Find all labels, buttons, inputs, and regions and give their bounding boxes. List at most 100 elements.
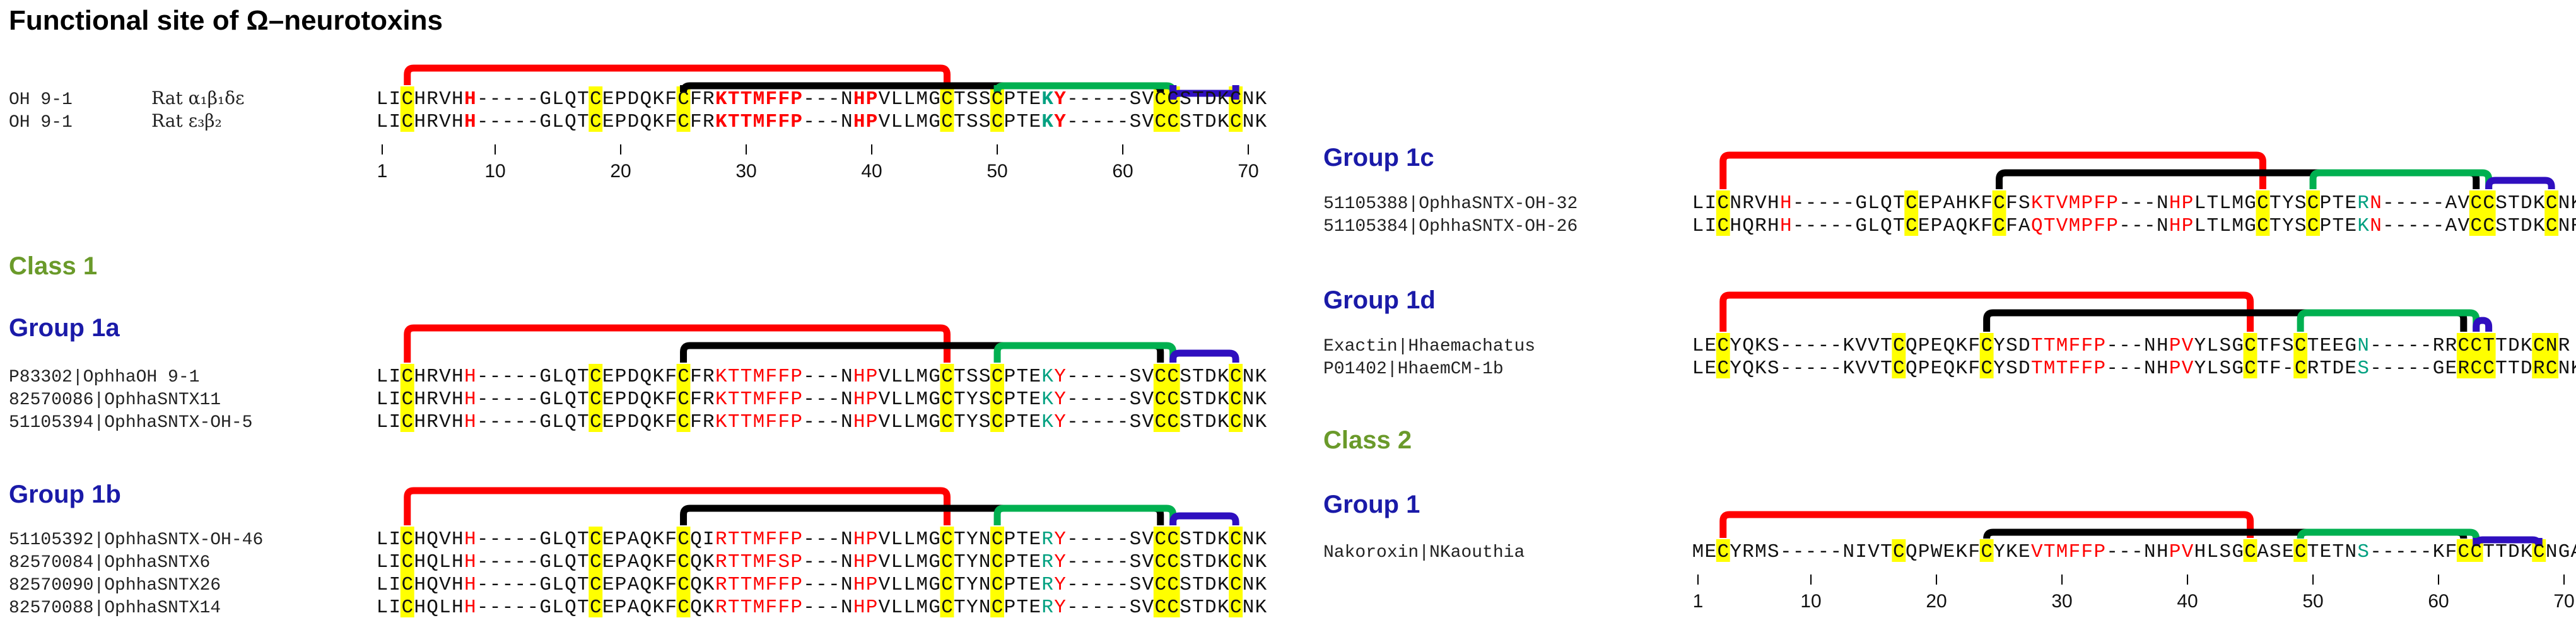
residue: N — [2558, 358, 2570, 380]
residue: H — [2157, 335, 2169, 357]
residue: - — [2382, 215, 2394, 237]
residue: L — [2194, 215, 2206, 237]
residue: C — [1167, 528, 1179, 551]
residue: C — [941, 111, 953, 133]
residue: C — [1167, 411, 1179, 433]
residue: - — [1104, 528, 1116, 551]
residue: G — [539, 88, 551, 110]
residue: C — [1167, 597, 1179, 619]
residue: T — [954, 388, 966, 411]
residue: S — [1180, 88, 1191, 110]
axis-tick-label: 20 — [1926, 591, 1947, 612]
residue: V — [2458, 215, 2470, 237]
residue: K — [1255, 388, 1267, 411]
residue: C — [1717, 541, 1729, 563]
residue: - — [489, 111, 501, 133]
residue: G — [2345, 335, 2356, 357]
residue: C — [992, 551, 1004, 573]
residue: M — [2056, 541, 2068, 563]
residue: M — [2232, 192, 2244, 214]
residue: P — [2169, 541, 2181, 563]
residue: R — [715, 574, 727, 596]
residue: K — [1041, 411, 1053, 433]
residue: P — [866, 411, 878, 433]
residue: A — [2257, 541, 2269, 563]
residue: P — [615, 597, 627, 619]
residue: V — [1868, 358, 1880, 380]
residue: S — [1180, 411, 1191, 433]
residue: - — [2408, 541, 2420, 563]
residue: L — [903, 551, 915, 573]
residue: F — [778, 411, 790, 433]
residue: H — [464, 388, 476, 411]
residue: - — [816, 88, 828, 110]
residue: E — [2282, 541, 2294, 563]
residue: H — [1767, 215, 1779, 237]
residue: - — [515, 528, 527, 551]
residue: P — [1004, 528, 1016, 551]
residue: - — [1117, 597, 1129, 619]
residue: H — [2157, 358, 2169, 380]
axis-tick-label: 50 — [986, 161, 1007, 182]
residue: L — [891, 411, 903, 433]
residue: - — [1079, 528, 1091, 551]
residue: G — [2433, 358, 2445, 380]
residue: M — [753, 366, 765, 388]
residue: - — [803, 528, 815, 551]
residue: K — [1217, 597, 1229, 619]
residue: P — [2169, 358, 2181, 380]
residue: P — [866, 388, 878, 411]
cysteine-highlight — [588, 527, 603, 617]
residue: A — [2018, 215, 2030, 237]
residue: F — [766, 574, 778, 596]
residue: K — [1956, 335, 1968, 357]
residue: D — [2520, 215, 2532, 237]
residue: Y — [1054, 597, 1066, 619]
residue: A — [1943, 192, 1955, 214]
residue: L — [552, 528, 564, 551]
residue: V — [439, 366, 451, 388]
sequence-name: Exactin|Hhaemachatus — [1323, 337, 1535, 356]
residue: - — [816, 411, 828, 433]
residue: - — [1780, 335, 1792, 357]
residue: Y — [966, 528, 978, 551]
residue: H — [452, 411, 464, 433]
residue: F — [1981, 192, 1993, 214]
residue: S — [1130, 597, 1142, 619]
residue: - — [803, 366, 815, 388]
residue: - — [2382, 335, 2394, 357]
residue: S — [2295, 215, 2307, 237]
residue: Y — [2194, 358, 2206, 380]
cysteine-highlight — [1979, 539, 1994, 562]
axis-tick-label: 30 — [2051, 591, 2072, 612]
residue: D — [1205, 88, 1217, 110]
residue: Y — [1054, 388, 1066, 411]
residue: C — [677, 411, 689, 433]
residue: - — [816, 528, 828, 551]
residue: - — [816, 597, 828, 619]
residue: Q — [565, 528, 577, 551]
residue: V — [2182, 358, 2194, 380]
residue: M — [753, 528, 765, 551]
residue: - — [1104, 597, 1116, 619]
residue: E — [2320, 335, 2332, 357]
residue: H — [1780, 192, 1792, 214]
residue: K — [1956, 358, 1968, 380]
residue: Q — [690, 597, 702, 619]
axis-tick-label: 10 — [484, 161, 505, 182]
residue: Q — [565, 597, 577, 619]
residue: - — [502, 111, 514, 133]
residue: F — [2269, 335, 2281, 357]
residue: Y — [1730, 335, 1742, 357]
residue: C — [941, 411, 953, 433]
residue: - — [1117, 551, 1129, 573]
cysteine-highlight — [1153, 86, 1168, 132]
residue: Q — [640, 88, 652, 110]
residue: V — [2182, 541, 2194, 563]
residue: V — [2031, 541, 2043, 563]
residue: - — [477, 111, 489, 133]
residue: - — [828, 366, 840, 388]
residue: Y — [1993, 541, 2005, 563]
residue: T — [577, 388, 589, 411]
